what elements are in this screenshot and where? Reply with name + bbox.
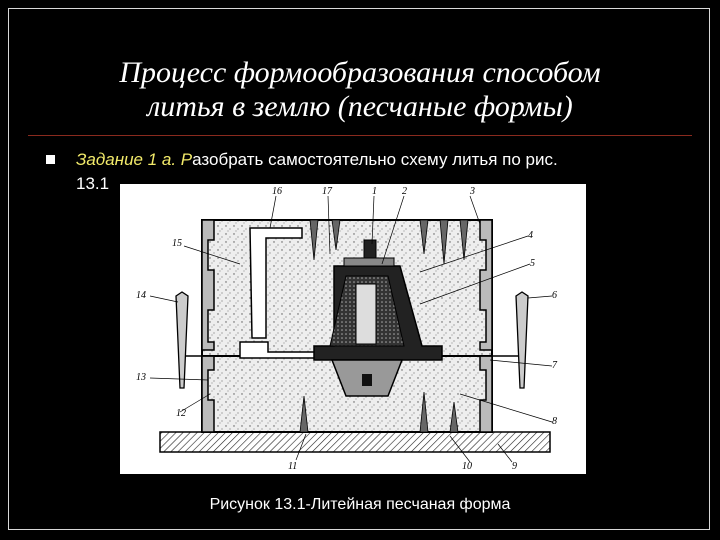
figure-labels: 16 17 1 2 3 4 5 6 15 14 13 12 7 8 11 10 …: [136, 186, 558, 472]
left-pin: [175, 291, 189, 389]
task-text: Задание 1 а. Разобрать самостоятельно сх…: [76, 148, 696, 196]
figure-caption: Рисунок 13.1-Литейная песчаная форма: [0, 496, 720, 514]
label-2: 2: [402, 186, 407, 197]
task-body: азобрать самостоятельно схему литья по р…: [192, 150, 558, 169]
base-plate: [159, 431, 551, 453]
label-9: 9: [512, 461, 517, 472]
label-12: 12: [176, 408, 186, 419]
label-7: 7: [552, 360, 558, 371]
sprue-channel: [249, 227, 303, 339]
slide-frame: [8, 8, 710, 530]
title-line-2: литья в землю (песчаные формы): [147, 90, 573, 123]
title-line-1: Процесс формообразования способом: [119, 56, 601, 89]
casting-mold-figure: 16 17 1 2 3 4 5 6 15 14 13 12 7 8 11 10 …: [120, 184, 586, 474]
label-15: 15: [172, 238, 182, 249]
slide-title: Процесс формообразования способом литья …: [20, 56, 700, 124]
label-6: 6: [552, 290, 557, 301]
label-17: 17: [322, 186, 333, 197]
label-10: 10: [462, 461, 472, 472]
label-14: 14: [136, 290, 146, 301]
label-3: 3: [469, 186, 475, 197]
task-prefix: Задание 1 а. Р: [76, 150, 193, 169]
task-body-line2: 13.1: [76, 174, 110, 193]
caption-text: Литейная песчаная форма: [310, 496, 511, 513]
bullet-icon: [46, 155, 55, 164]
right-pin: [515, 291, 529, 389]
label-16: 16: [272, 186, 282, 197]
label-13: 13: [136, 372, 146, 383]
label-1: 1: [372, 186, 377, 197]
label-4: 4: [528, 230, 533, 241]
title-divider: [28, 135, 692, 136]
casting-mold-diagram: 16 17 1 2 3 4 5 6 15 14 13 12 7 8 11 10 …: [136, 186, 558, 472]
label-5: 5: [530, 258, 535, 269]
label-8: 8: [552, 416, 557, 427]
caption-prefix: Рисунок 13.1-: [209, 496, 311, 513]
label-11: 11: [288, 461, 297, 472]
